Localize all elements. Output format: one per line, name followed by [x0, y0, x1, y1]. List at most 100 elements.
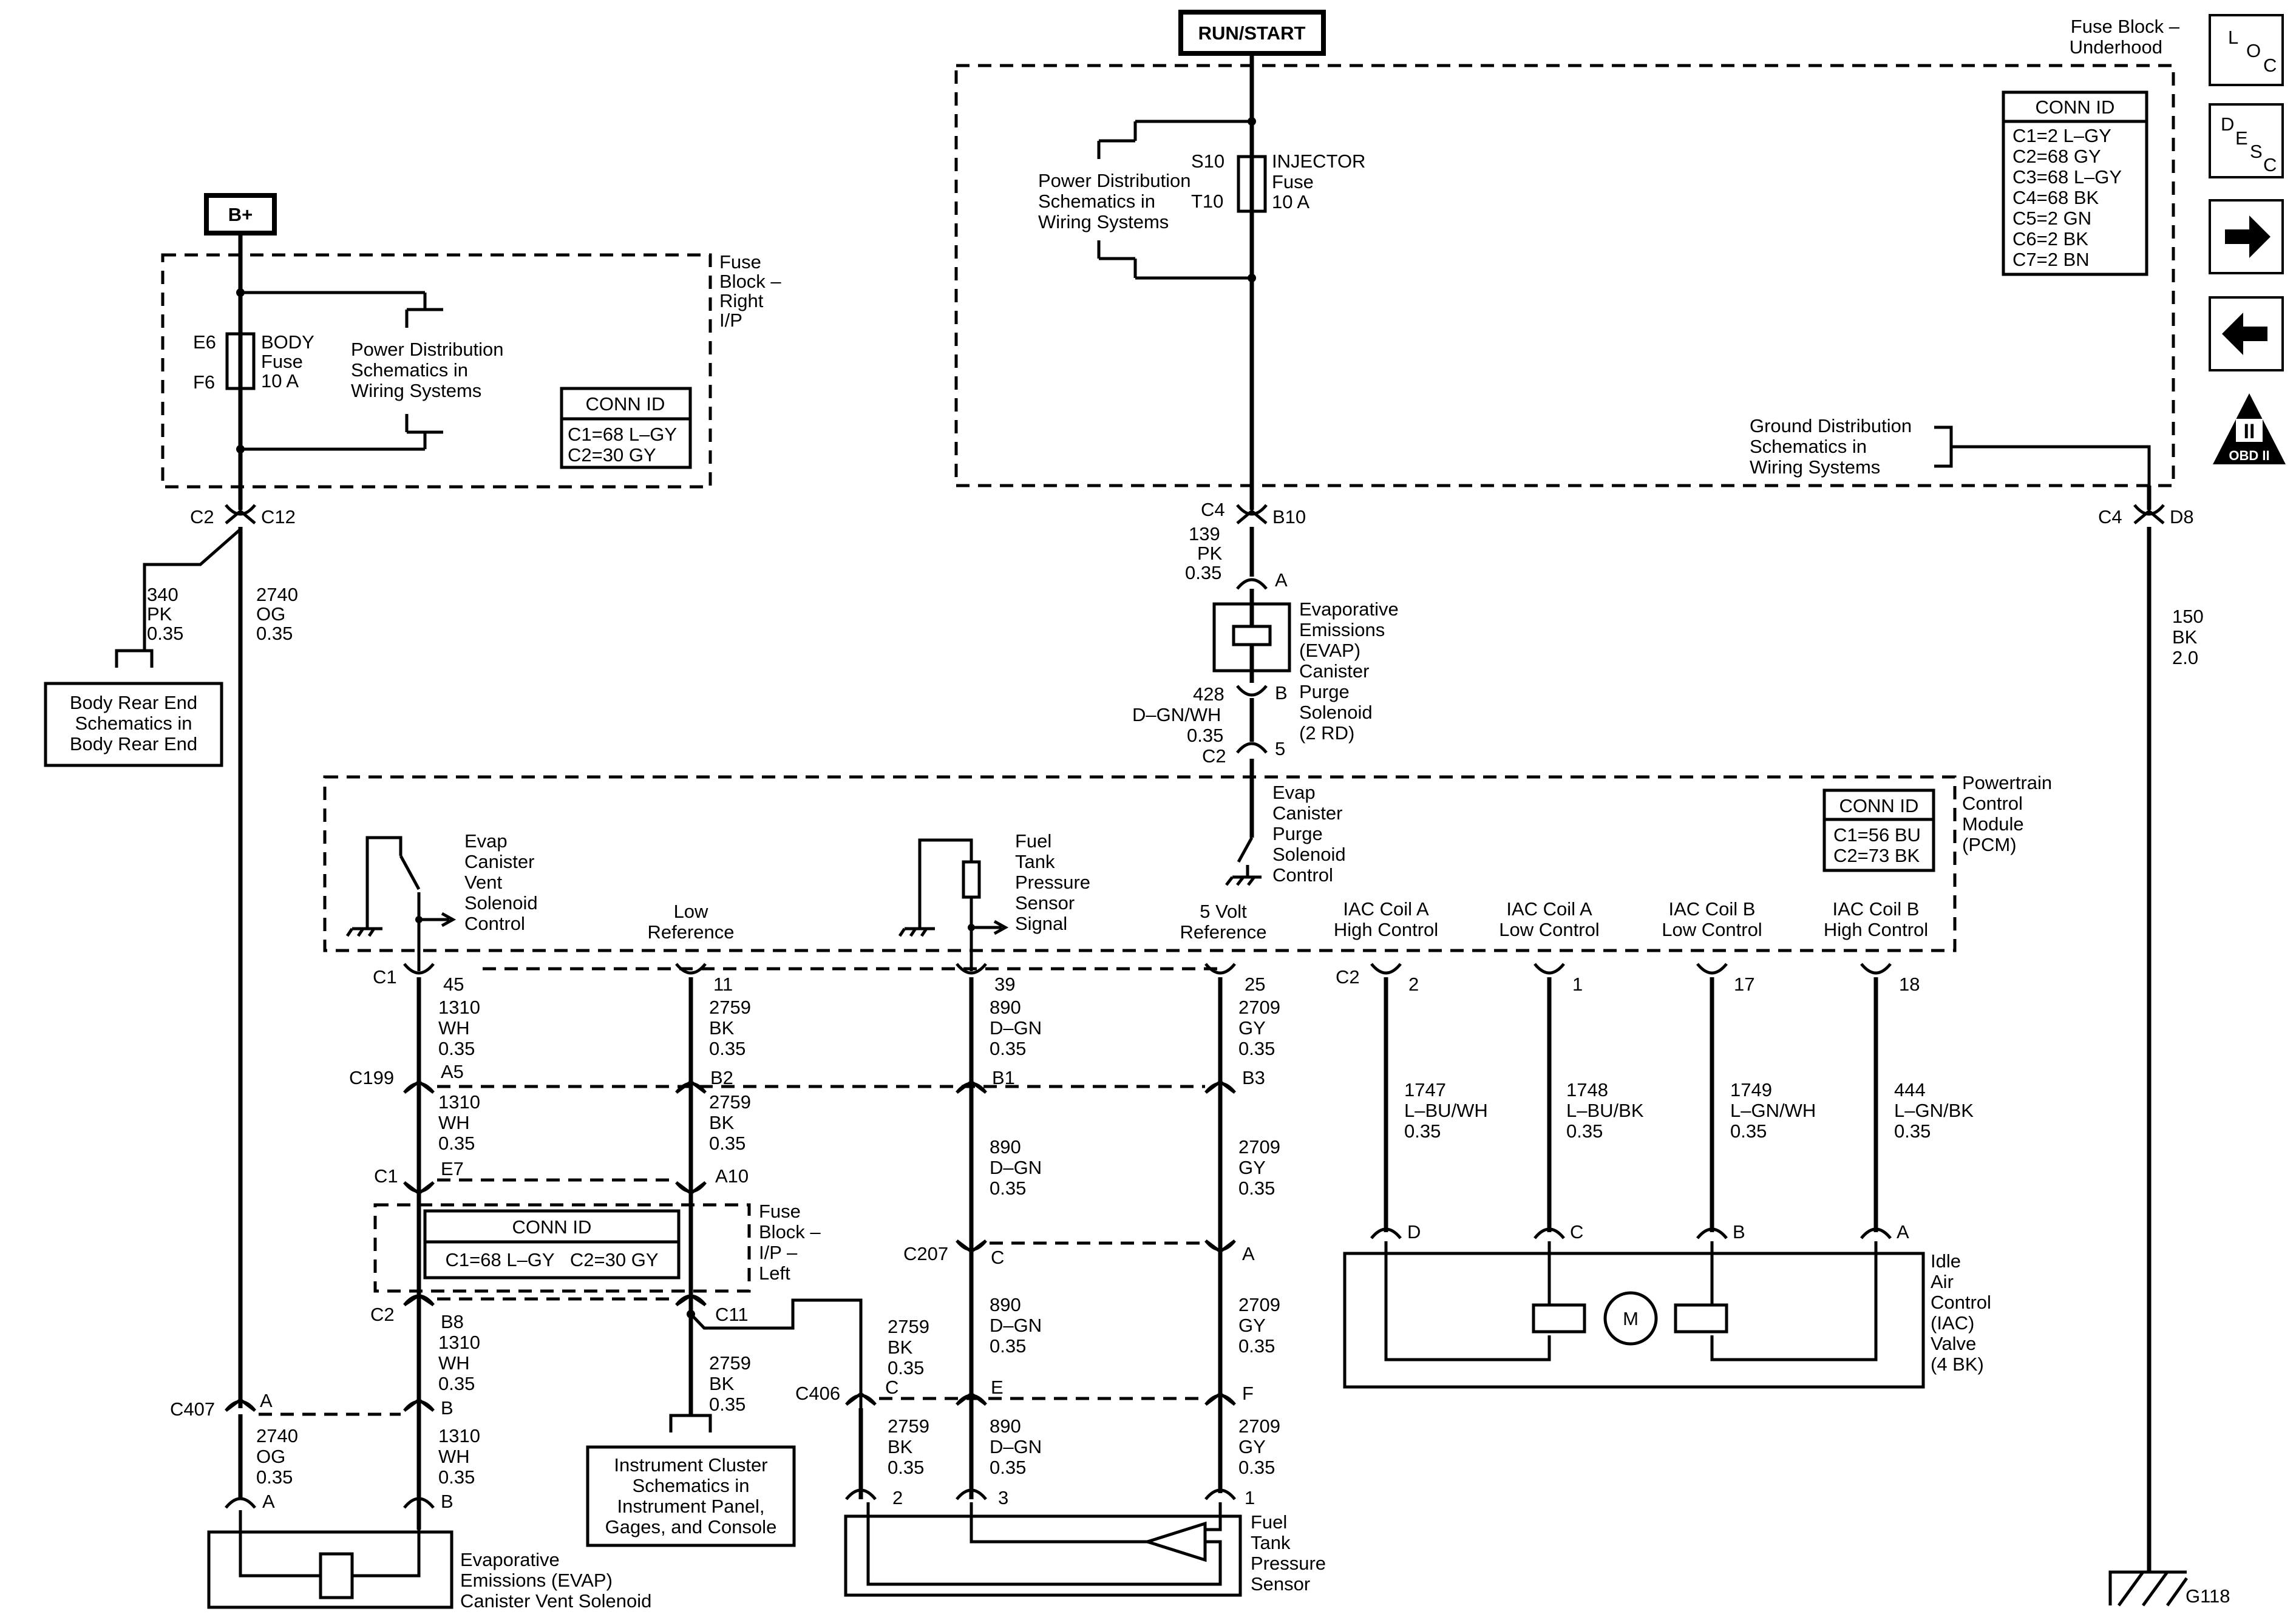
- instrument-ref-2: Schematics in: [633, 1475, 750, 1496]
- iac-b-low-1: IAC Coil B: [1669, 898, 1756, 920]
- w2740-num-bot: 2740: [256, 1425, 298, 1446]
- iac-label-3: Control: [1931, 1292, 1991, 1313]
- fbr-title-1: Fuse: [719, 251, 761, 273]
- ftp-label-3: Pressure: [1251, 1553, 1326, 1574]
- w2759-num-4: 2759: [888, 1316, 929, 1337]
- fbr-out-pin: F6: [193, 371, 215, 393]
- nav-loc-o: O: [2246, 40, 2261, 61]
- body-fuse-word: Fuse: [261, 351, 303, 372]
- connector-c2-c12: C2 C12: [190, 504, 296, 527]
- w890-size-3: 0.35: [990, 1335, 1026, 1357]
- w428-num: 428: [1193, 683, 1224, 705]
- w2709-size-2: 0.35: [1238, 1178, 1275, 1199]
- injector-fuse-rating: 10 A: [1272, 191, 1309, 212]
- pin-2: 2: [1408, 974, 1419, 995]
- w1310-num-1: 1310: [438, 997, 480, 1018]
- pin-b1: B1: [992, 1067, 1015, 1088]
- w1310-color-4: WH: [438, 1446, 470, 1467]
- w1310-color-1: WH: [438, 1017, 470, 1039]
- conn-c4-label: C4: [1201, 499, 1225, 520]
- nav-loc-button[interactable]: L O C: [2209, 14, 2284, 86]
- w139-size: 0.35: [1185, 562, 1221, 583]
- purge-ctrl-5: Control: [1272, 864, 1333, 886]
- c407-label: C407: [170, 1398, 215, 1420]
- ftp-label-2: Tank: [1251, 1532, 1291, 1553]
- purge-ctrl-4: Solenoid: [1272, 844, 1346, 865]
- ftp-pin-1: 1: [1245, 1487, 1255, 1508]
- pin-b8: B8: [441, 1311, 464, 1332]
- w2740-color-bot: OG: [256, 1446, 285, 1467]
- fbr-conn-title: CONN ID: [586, 393, 665, 415]
- connector-fbl-c1: C1 E7 A10: [374, 1158, 749, 1196]
- pcm-conn-2: C2=73 BK: [1833, 845, 1920, 866]
- nav-desc-d: D: [2221, 114, 2234, 135]
- pin-e7: E7: [441, 1158, 464, 1179]
- run-start-source: RUN/START: [1178, 10, 1326, 56]
- pin-c11: C11: [715, 1304, 749, 1325]
- fbu-conn-4: C4=68 BK: [2012, 187, 2099, 208]
- ftp-label-1: Fuel: [1251, 1511, 1287, 1533]
- ftp-signal-2: Tank: [1015, 851, 1055, 872]
- low-ref-1: Low: [674, 901, 708, 922]
- w2709-size-1: 0.35: [1238, 1038, 1275, 1059]
- w890-size-1: 0.35: [990, 1038, 1026, 1059]
- w890-num-1: 890: [990, 997, 1021, 1018]
- iac-label-5: Valve: [1931, 1333, 1976, 1354]
- fbu-power-ref-3: Wiring Systems: [1038, 211, 1169, 232]
- connector-c4-b10: C4 B10: [1201, 499, 1306, 527]
- w1749-size: 0.35: [1730, 1120, 1767, 1142]
- w2709-color-1: GY: [1238, 1017, 1266, 1039]
- w340-num: 340: [147, 584, 178, 605]
- w890-num-3: 890: [990, 1294, 1021, 1315]
- w2759-size-5: 0.35: [888, 1457, 924, 1478]
- nav-desc-c: C: [2263, 154, 2277, 175]
- iac-pin-c: C: [1570, 1221, 1583, 1242]
- purge-ctrl-1: Evap: [1272, 782, 1316, 803]
- nav-prev-button[interactable]: [2209, 296, 2284, 371]
- w1310-num-2: 1310: [438, 1091, 480, 1113]
- body-fuse-rating: 10 A: [261, 370, 299, 392]
- fbl-title-2: Block –: [759, 1221, 821, 1242]
- fbu-power-ref-2: Schematics in: [1038, 191, 1155, 212]
- fbu-out-pin: T10: [1191, 191, 1223, 212]
- body-rear-ref-2: Schematics in: [75, 713, 192, 734]
- c406-pin-e: E: [991, 1377, 1004, 1398]
- fbu-power-ref-1: Power Distribution: [1038, 170, 1191, 191]
- w1748-size: 0.35: [1566, 1120, 1603, 1142]
- w2740-num-top: 2740: [256, 584, 298, 605]
- pin-b3: B3: [1242, 1067, 1265, 1088]
- pcm-conn-title: CONN ID: [1839, 795, 1919, 816]
- fuse-block-left: CONN ID C1=68 L–GY C2=30 GY Fuse Block –…: [373, 1201, 821, 1293]
- ground-g118: G118: [2108, 1570, 2230, 1607]
- iac-label-2: Air: [1931, 1271, 1954, 1292]
- fbu-conn-title: CONN ID: [2036, 97, 2115, 118]
- w2759-size-1: 0.35: [709, 1038, 746, 1059]
- pin-11: 11: [713, 974, 733, 995]
- conn-c12-label: C12: [261, 506, 296, 527]
- purge-label-2: Emissions: [1299, 619, 1385, 640]
- ground-icon: [2108, 1570, 2189, 1607]
- nav-desc-button[interactable]: D E S C: [2209, 103, 2284, 178]
- w2709-color-3: GY: [1238, 1315, 1266, 1336]
- c406-pin-c: C: [885, 1377, 898, 1398]
- fbr-title-3: Right: [719, 290, 764, 311]
- w1747-size: 0.35: [1404, 1120, 1441, 1142]
- c407-pin-a: A: [260, 1390, 273, 1411]
- w1749-color: L–GN/WH: [1730, 1100, 1816, 1121]
- injector-fuse-word: Fuse: [1272, 171, 1314, 192]
- w1310-color-2: WH: [438, 1112, 470, 1133]
- fuse-block-underhood: Fuse Block – Underhood S10 T10 INJECTOR …: [954, 16, 2180, 487]
- body-rear-ref-3: Body Rear End: [70, 733, 197, 754]
- vent-pin-b: B: [441, 1491, 453, 1512]
- w2759-size-2: 0.35: [709, 1133, 746, 1154]
- nav-next-button[interactable]: [2209, 199, 2284, 274]
- w2740-size-bot: 0.35: [256, 1466, 293, 1488]
- fbl-conn-id-box: [423, 1209, 681, 1280]
- fbu-conn-2: C2=68 GY: [2012, 146, 2101, 167]
- vent-label-1: Evaporative: [460, 1549, 560, 1570]
- w2759-size-3: 0.35: [709, 1394, 746, 1415]
- five-volt-1: 5 Volt: [1200, 901, 1247, 922]
- w444-color: L–GN/BK: [1894, 1100, 1974, 1121]
- vent-label-2: Emissions (EVAP): [460, 1570, 613, 1591]
